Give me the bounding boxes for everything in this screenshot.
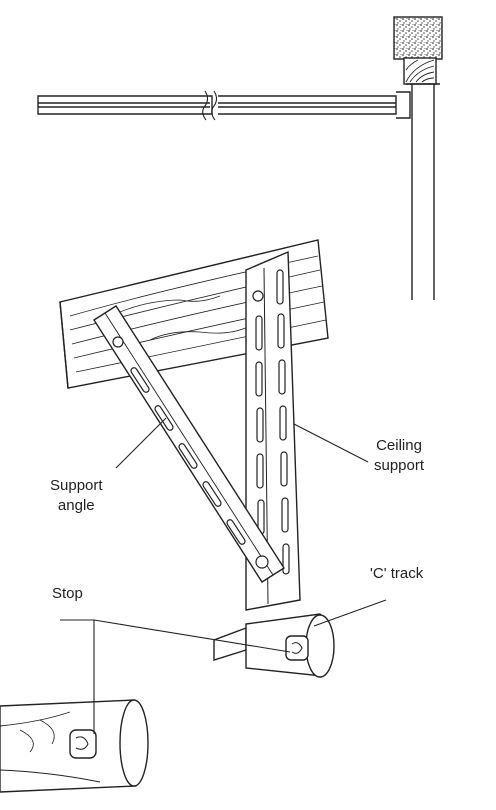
door-frame bbox=[406, 83, 440, 300]
leader-c-track bbox=[313, 599, 387, 627]
label-support-angle-line2: angle bbox=[57, 497, 95, 514]
ceiling-support bbox=[245, 250, 301, 611]
leader-support-angle bbox=[115, 417, 167, 469]
label-stop: Stop bbox=[52, 585, 83, 602]
label-ceiling-support: Ceiling support bbox=[374, 436, 424, 476]
label-support-angle: Support angle bbox=[50, 476, 103, 516]
c-track-upper bbox=[213, 613, 335, 678]
stop-block-upper bbox=[285, 635, 309, 661]
break-mark bbox=[202, 90, 218, 121]
track-rail-right bbox=[218, 95, 397, 115]
support-angle bbox=[93, 305, 285, 583]
head-bracket bbox=[396, 91, 411, 119]
label-support-angle-line1: Support bbox=[50, 477, 103, 494]
track-rail-left bbox=[37, 95, 213, 115]
stop-block-lower bbox=[69, 729, 97, 759]
leader-ceiling-support bbox=[293, 423, 369, 463]
wood-grain bbox=[405, 59, 435, 83]
leader-lines bbox=[60, 417, 387, 734]
section-view bbox=[37, 16, 443, 300]
timber-lintel bbox=[403, 57, 437, 85]
label-ceiling-support-line1: Ceiling bbox=[376, 437, 422, 454]
label-ceiling-support-line2: support bbox=[374, 457, 425, 474]
leader-stop-upper bbox=[93, 619, 291, 653]
c-track-lower bbox=[0, 699, 149, 793]
label-c-track: 'C' track bbox=[370, 565, 424, 582]
masonry-block bbox=[393, 16, 443, 60]
